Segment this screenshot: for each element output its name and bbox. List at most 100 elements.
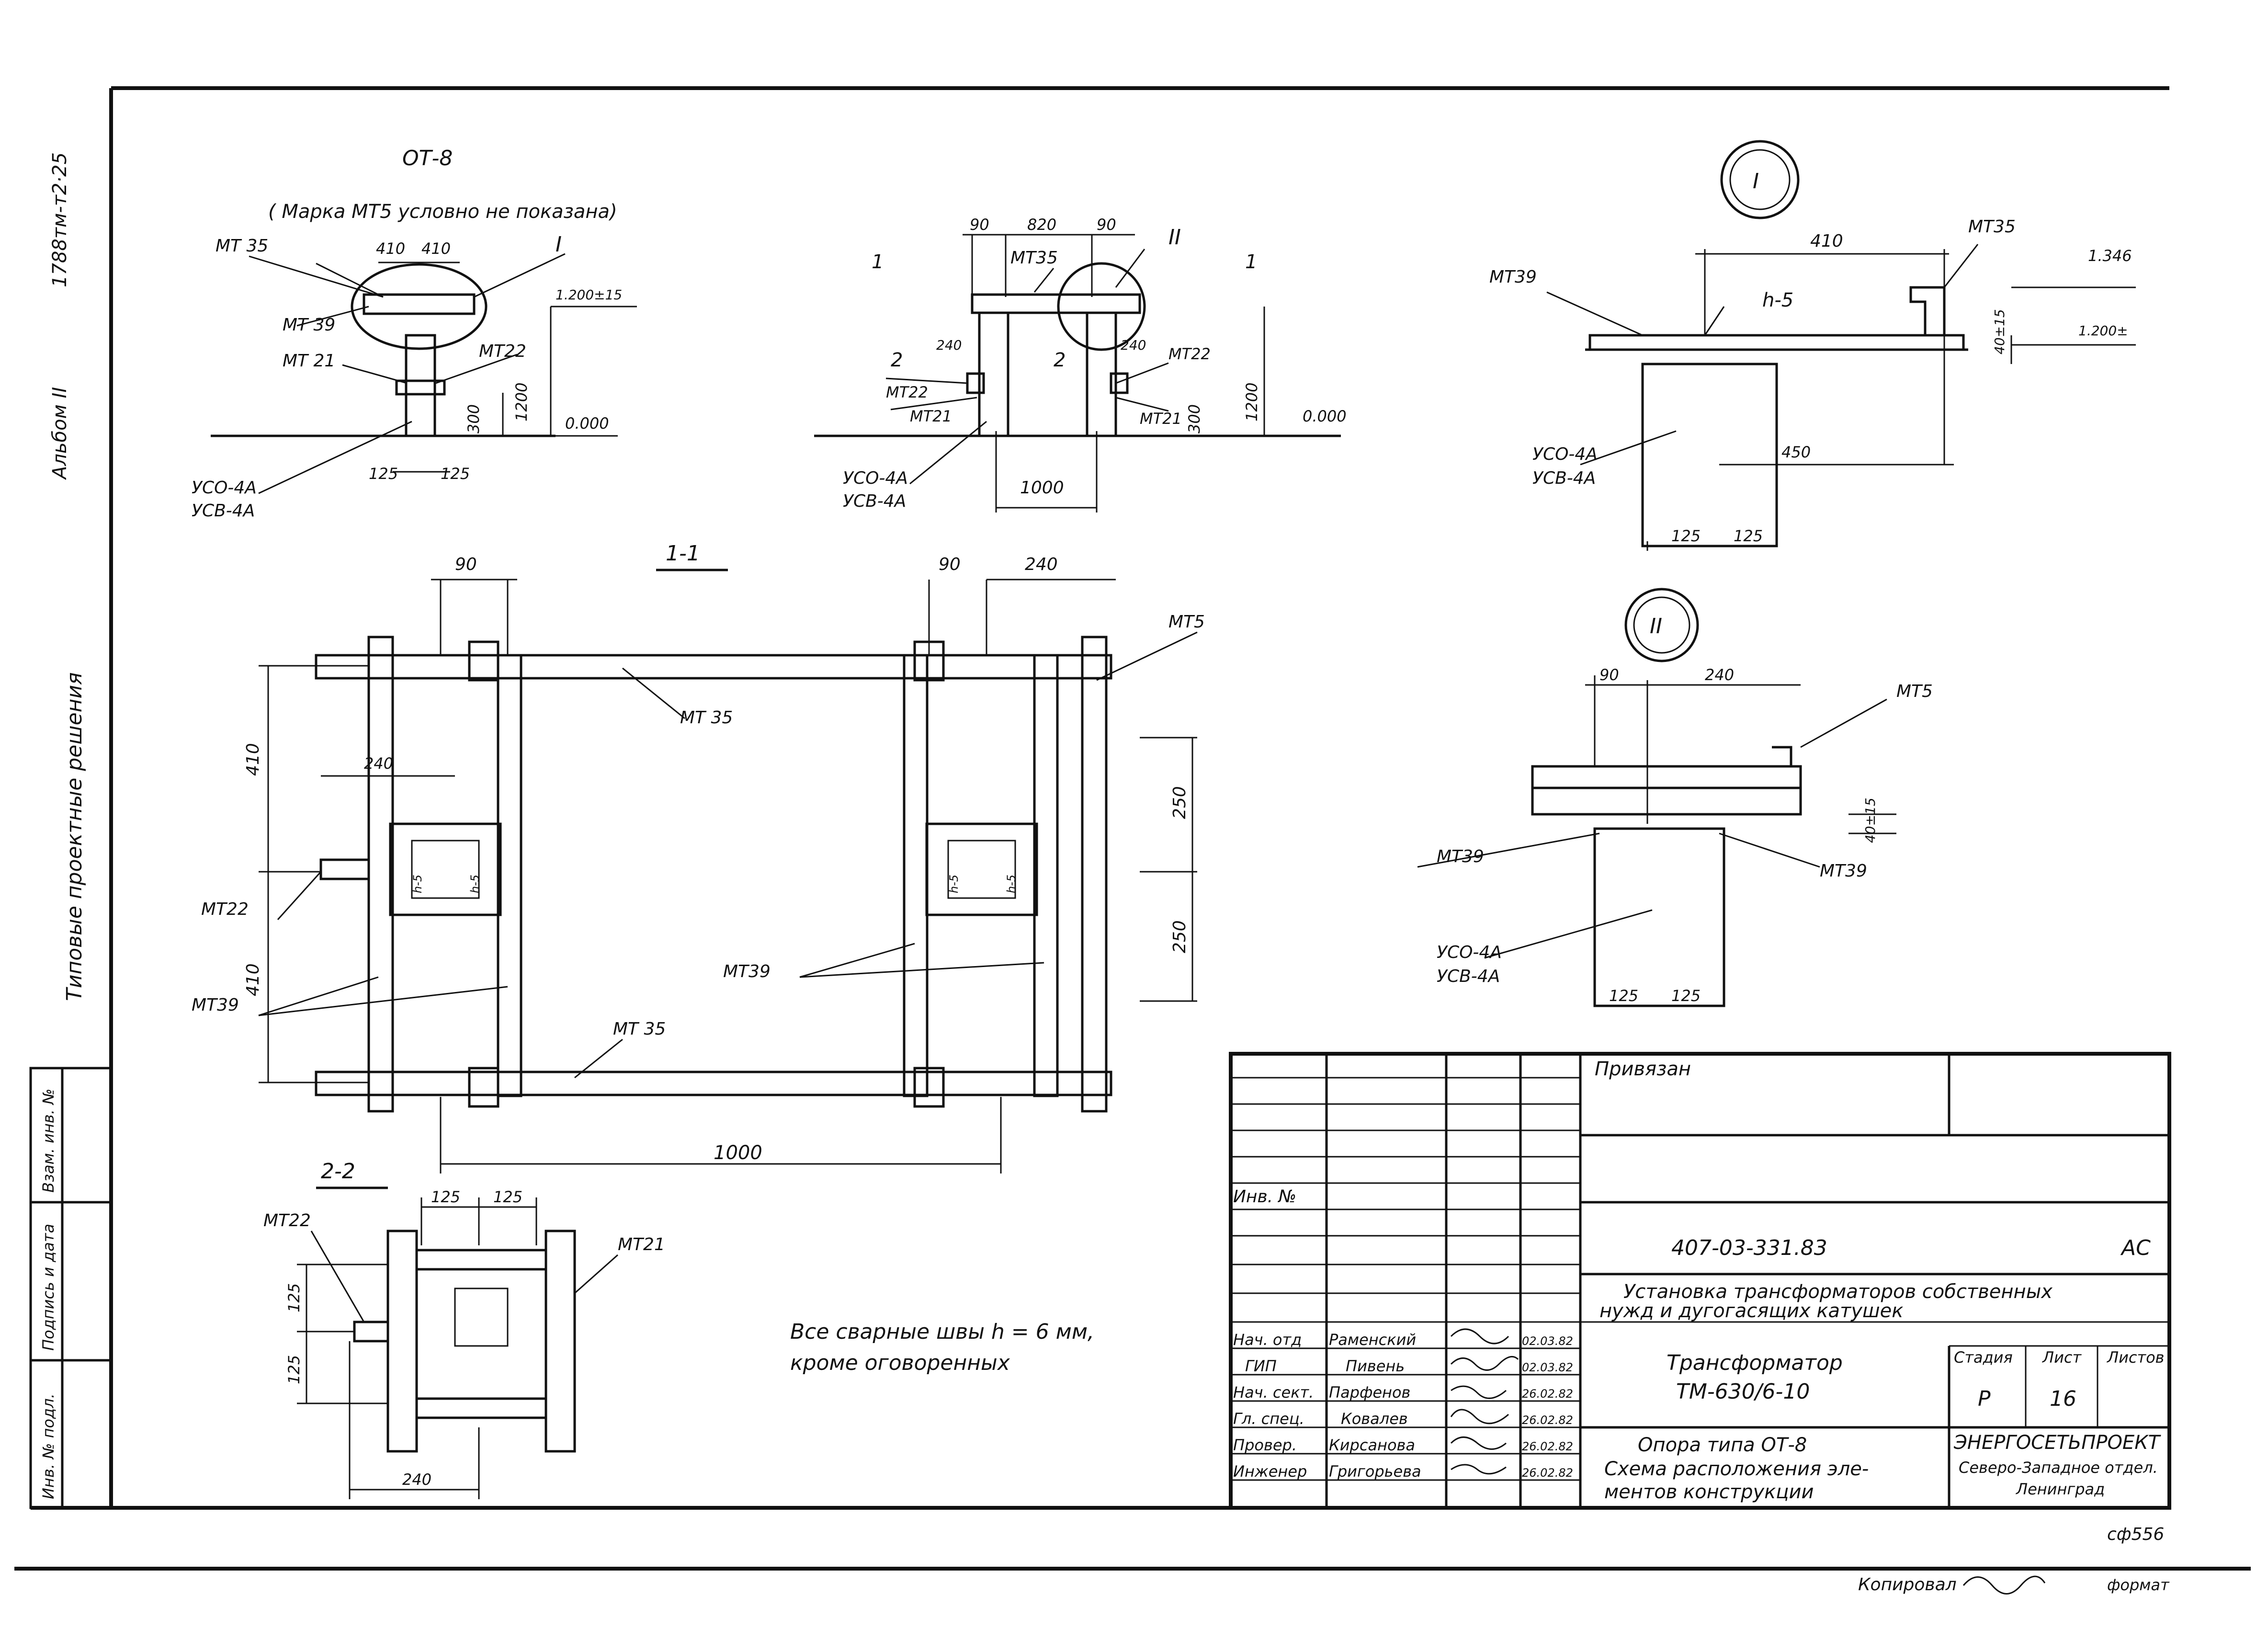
detail-1-dim-h5: h-5: [1762, 289, 1793, 311]
tb-role-6: Инженер: [1233, 1462, 1307, 1481]
tb-name-1: Раменский: [1329, 1331, 1416, 1349]
side-dim-zero: 0.000: [1303, 407, 1347, 425]
detail-1-label-mt39: МТ39: [1489, 267, 1537, 287]
weld-note: Все сварные швы h = 6 мм, кроме оговорен…: [790, 1320, 1094, 1375]
tb-sheets-head: Листов: [2107, 1348, 2165, 1367]
footer-format-code: сф556: [2107, 1525, 2164, 1544]
tb-org-3: Ленинград: [2016, 1480, 2105, 1498]
tb-mark: АС: [2120, 1236, 2151, 1260]
tb-name-2: Пивень: [1346, 1357, 1405, 1375]
tb-inv-no: Инв. №: [1233, 1187, 1296, 1207]
s11-dim-250a: 250: [1170, 786, 1190, 819]
side-stamp-grid: [29, 1067, 113, 1509]
detail-1-label-mt35: МТ35: [1968, 217, 2016, 237]
side-label-mt22-right: МТ22: [1168, 345, 1211, 363]
tb-name-6: Григорьева: [1329, 1462, 1421, 1481]
view-ot8: ОТ-8 ( Марка МТ5 условно не показана) 41…: [192, 146, 637, 521]
tb-role-2: ГИП: [1245, 1357, 1277, 1375]
detail-2-dim-125b: 125: [1671, 987, 1701, 1005]
ot8-dim-410a: 410: [376, 239, 405, 258]
s11-dim-90b: 90: [939, 555, 961, 574]
signature-marks: [1450, 1328, 1519, 1475]
tb-date-6: 26.02.82: [1522, 1466, 1573, 1480]
tb-project-line-2: нужд и дугогасящих катушек: [1599, 1300, 1903, 1322]
detail-2-label-mt5: МТ5: [1896, 682, 1933, 701]
tb-name-5: Кирсанова: [1329, 1436, 1415, 1454]
s11-label-mt39-left: МТ39: [192, 995, 239, 1015]
side-dim-1000: 1000: [1020, 478, 1064, 498]
tb-privyazan: Привязан: [1595, 1058, 1691, 1080]
side-label-mt21-right: МТ21: [1140, 410, 1182, 428]
weld-note-line-2: кроме оговоренных: [790, 1351, 1010, 1375]
tb-role-4: Гл. спец.: [1233, 1410, 1304, 1428]
tb-sheet-title-b-1: Опора типа ОТ-8: [1638, 1434, 1807, 1456]
section-2-2-title: 2-2: [321, 1159, 355, 1184]
tb-name-3: Парфенов: [1329, 1383, 1410, 1401]
s11-dim-410a: 410: [243, 743, 263, 776]
ot8-dim-125b: 125: [441, 465, 470, 483]
tb-date-4: 26.02.82: [1522, 1413, 1573, 1427]
album-label: Альбом II: [49, 387, 71, 480]
side-label-uso: УСО-4А: [843, 468, 908, 488]
title-block: Привязан Инв. № 407-03-331.83 АС Установ…: [1229, 1052, 2171, 1510]
detail-1-label-uso: УСО-4А: [1532, 444, 1598, 464]
ot8-dim-410b: 410: [421, 239, 451, 258]
detail-2-dim-40: 40±15: [1862, 797, 1878, 843]
ot8-label-mt21: МТ 21: [283, 351, 335, 371]
section-2-2: 2-2 125 125 125 125 240 МТ22 МТ21: [263, 1159, 665, 1499]
side-dim-240a: 240: [936, 337, 962, 353]
s11-weld-h5-a: h-5: [411, 875, 424, 893]
ot8-dim-zero: 0.000: [565, 414, 609, 433]
tb-date-2: 02.03.82: [1522, 1361, 1573, 1374]
side-dim-240b: 240: [1121, 337, 1146, 353]
ot8-label-mt39: МТ 39: [283, 315, 335, 335]
view-side: 90 820 90 240 240 1200 300 0.000 1000 МТ…: [814, 216, 1347, 513]
s22-dim-125-top-a: 125: [431, 1188, 460, 1206]
s22-label-mt22: МТ22: [263, 1211, 311, 1230]
s22-dim-240: 240: [402, 1470, 431, 1489]
ot8-label-mt22: МТ22: [479, 342, 526, 361]
detail-2-dim-240: 240: [1705, 666, 1734, 684]
detail-2-label-mt39-left: МТ39: [1437, 847, 1484, 866]
side-label-mt35: МТ35: [1010, 248, 1058, 268]
ot8-label-usv: УСВ-4А: [192, 501, 255, 521]
s11-dim-1000: 1000: [714, 1142, 762, 1164]
detail-1-dim-125a: 125: [1671, 527, 1701, 545]
tb-role-1: Нач. отд: [1233, 1331, 1302, 1349]
detail-1-dim-450: 450: [1781, 443, 1811, 461]
s11-label-mt5: МТ5: [1168, 612, 1205, 632]
side-label-mt22-left: МТ22: [886, 383, 928, 401]
side-field-replace: Взам. инв. №: [39, 1089, 57, 1193]
side-field-signature: Подпись и дата: [39, 1224, 57, 1351]
detail-1: I 410 h-5 1.346 1.200± 40±15 450 125 125…: [1489, 140, 2136, 551]
tb-sheet-title-b-3: ментов конструкции: [1604, 1481, 1814, 1503]
detail-1-dim-40: 40±15: [1992, 309, 2007, 354]
s11-label-mt22: МТ22: [201, 900, 249, 919]
s22-dim-125-left-b: 125: [285, 1355, 303, 1384]
side-cut-1-left: 1: [872, 251, 884, 273]
series-label: Типовые проектные решения: [62, 672, 87, 1001]
s22-label-mt21: МТ21: [618, 1235, 665, 1254]
ot8-dim-level-top: 1.200±15: [556, 287, 622, 303]
detail-1-label-usv: УСВ-4А: [1532, 468, 1596, 488]
ot8-dim-125a: 125: [369, 465, 398, 483]
tb-date-5: 26.02.82: [1522, 1440, 1573, 1453]
tb-project-line-1: Установка трансформаторов собственных: [1623, 1281, 2053, 1303]
section-1-1-title: 1-1: [666, 541, 700, 566]
detail-2-label-usv: УСВ-4А: [1437, 967, 1500, 986]
tb-name-4: Ковалев: [1341, 1410, 1408, 1428]
s11-dim-240-top: 240: [1025, 555, 1058, 574]
side-dim-90a: 90: [970, 216, 989, 234]
side-label-usv: УСВ-4А: [843, 491, 906, 511]
side-label-detail-ref: II: [1168, 225, 1181, 250]
ot8-dim-300: 300: [465, 404, 483, 433]
tb-stage: Р: [1978, 1387, 1991, 1411]
s11-weld-h5-b: h-5: [468, 875, 482, 893]
s22-dim-125-top-b: 125: [493, 1188, 522, 1206]
tb-role-3: Нач. сект.: [1233, 1383, 1314, 1401]
drawing-frame: [14, 86, 2251, 1571]
footer-copied: Копировал: [1858, 1575, 1957, 1595]
side-cut-2-right: 2: [1054, 349, 1066, 371]
tb-sheet-title-a-2: ТМ-630/6-10: [1676, 1379, 1810, 1404]
